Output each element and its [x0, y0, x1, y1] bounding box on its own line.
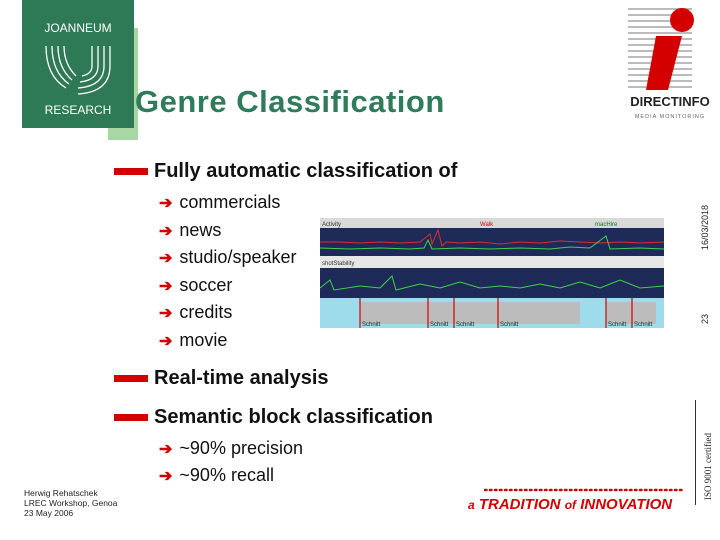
slide-title: Genre Classification: [135, 84, 445, 119]
schnitt-label: Schnitt: [634, 322, 653, 328]
panel-activity-label: Activity: [322, 222, 341, 228]
author-name: Herwig Rehatschek: [24, 488, 98, 498]
activity-panel-image: Activity Walk macHire shotStability Schn…: [320, 218, 664, 328]
sub-item: ➔~90% recall: [159, 465, 274, 485]
directinfo-logo: DIRECTINFO MEDIA MONITORING: [628, 8, 710, 120]
sub-item: ➔credits: [159, 302, 233, 322]
logo-line2: RESEARCH: [45, 103, 112, 117]
directinfo-tagline: MEDIA MONITORING: [635, 114, 705, 120]
panel-stability-label: shotStability: [322, 261, 354, 267]
author-date: 23 May 2006: [24, 508, 74, 518]
sub-item: ➔commercials: [159, 192, 281, 212]
sub-item: ➔news: [159, 220, 222, 240]
bullet-automatic-classification: Fully automatic classification of: [154, 160, 458, 182]
sub-item: ➔movie: [159, 330, 228, 350]
dotted-rule: [484, 488, 686, 492]
sub-item: ➔soccer: [159, 275, 233, 295]
schnitt-label: Schnitt: [430, 322, 449, 328]
panel-red-label: Walk: [480, 222, 494, 228]
schnitt-label: Schnitt: [362, 322, 381, 328]
iso-rule: [695, 400, 696, 505]
arrow-right-icon: ➔: [159, 305, 173, 322]
author-info: Herwig Rehatschek LREC Workshop, Genoa 2…: [24, 488, 117, 518]
tradition-tagline: a TRADITION of INNOVATION: [468, 496, 673, 513]
iso-certified: ISO 9001 certified: [703, 433, 713, 500]
bullet-bar-icon: [114, 414, 148, 421]
author-event: LREC Workshop, Genoa: [24, 498, 118, 508]
arrow-right-icon: ➔: [159, 195, 173, 212]
directinfo-name: DIRECTINFO: [630, 94, 709, 109]
arrow-right-icon: ➔: [159, 223, 173, 240]
arrow-right-icon: ➔: [159, 441, 173, 458]
panel-green-label: macHire: [595, 222, 618, 228]
slide-date: 16/03/2018: [700, 204, 710, 250]
schnitt-label: Schnitt: [456, 322, 475, 328]
bullet-bar-icon: [114, 168, 148, 175]
schnitt-label: Schnitt: [500, 322, 519, 328]
arrow-right-icon: ➔: [159, 333, 173, 350]
slide-page-number: 23: [700, 313, 710, 324]
joanneum-research-logo: JOANNEUM RESEARCH: [22, 0, 134, 128]
arrow-right-icon: ➔: [159, 468, 173, 485]
schnitt-label: Schnitt: [608, 322, 627, 328]
logo-line1: JOANNEUM: [44, 21, 111, 35]
bullet-semantic-block: Semantic block classification: [154, 406, 433, 428]
sub-item: ➔~90% precision: [159, 438, 303, 458]
arrow-right-icon: ➔: [159, 250, 173, 267]
sub-item: ➔studio/speaker: [159, 247, 297, 267]
bullet-bar-icon: [114, 375, 148, 382]
arrow-right-icon: ➔: [159, 278, 173, 295]
bullet-real-time: Real-time analysis: [154, 367, 329, 389]
